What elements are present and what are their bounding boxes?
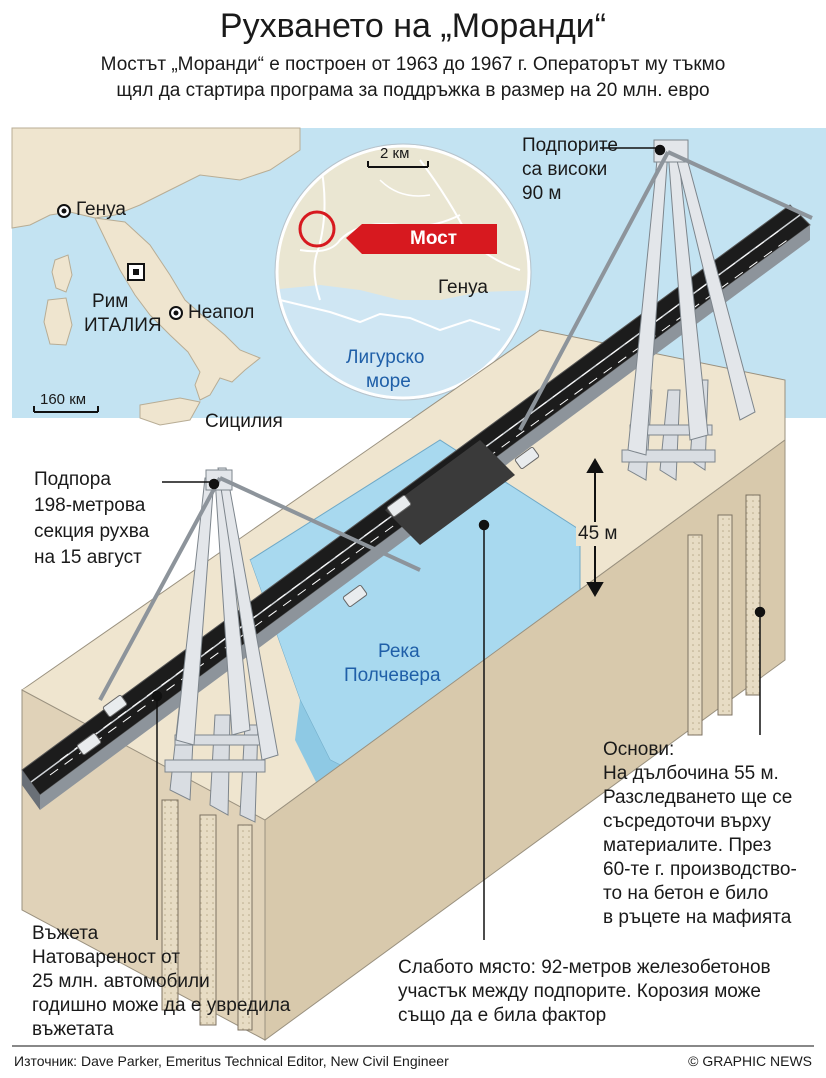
foundation-label-line-5: материалите. През bbox=[603, 835, 772, 856]
stays-left bbox=[98, 476, 421, 701]
page-title: Рухването на „Моранди“ bbox=[219, 7, 607, 45]
vehicle-icon bbox=[514, 446, 540, 470]
vehicle-icon bbox=[102, 694, 128, 718]
pylons-label-line-2: са високи bbox=[522, 159, 608, 180]
foundation-column bbox=[687, 534, 703, 736]
vehicle-icon bbox=[342, 584, 368, 608]
bridge-location-ring bbox=[298, 210, 336, 248]
label-italy: ИТАЛИЯ bbox=[84, 315, 162, 336]
foundation-column bbox=[237, 824, 253, 1031]
label-rome: Рим bbox=[92, 291, 129, 312]
inset-city-label: Генуа bbox=[438, 277, 488, 298]
foundation-column bbox=[199, 814, 217, 1026]
weakpoint-label-line-1: Слабото място: 92-метров железобетонов bbox=[398, 957, 771, 978]
stays-label-line-4: годишно може да е увредила bbox=[32, 995, 291, 1016]
bridge-tag-arrow bbox=[346, 224, 497, 254]
pylons-label-line-3: 90 м bbox=[522, 183, 562, 204]
foundation-label-line-2: На дълбочина 55 м. bbox=[603, 763, 779, 784]
label-naples: Неапол bbox=[188, 302, 255, 323]
support-label-line-1: Подпора bbox=[34, 469, 111, 490]
stays-right bbox=[518, 150, 813, 431]
weakpoint-label-line-2: участък между подпорите. Корозия може bbox=[398, 981, 761, 1002]
sea-label-line-2: море bbox=[366, 371, 411, 392]
river-label-line-1: Река bbox=[378, 641, 420, 662]
stays-label-line-1: Въжета bbox=[32, 923, 99, 944]
vehicle-icon bbox=[76, 732, 102, 756]
pylons-label-line-1: Подпорите bbox=[522, 135, 618, 156]
italy-map bbox=[11, 127, 301, 426]
stays-label-line-2: Натовареност от bbox=[32, 947, 180, 968]
foundation-column bbox=[745, 494, 761, 696]
agency-credit: © GRAPHIC NEWS bbox=[688, 1053, 812, 1069]
stays-label-line-5: въжетата bbox=[32, 1019, 114, 1040]
bridge-tag-label: Мост bbox=[410, 228, 458, 249]
stays-label-line-3: 25 млн. автомобили bbox=[32, 971, 210, 992]
subtitle-line-2: щял да стартира програма за поддръжка в … bbox=[116, 80, 710, 101]
height-label: 45 м bbox=[576, 522, 620, 546]
support-label-line-2: 198-метрова bbox=[34, 495, 146, 516]
support-label-line-4: на 15 август bbox=[34, 547, 142, 568]
inset-scale-label: 2 км bbox=[380, 145, 410, 162]
pylon-right bbox=[627, 139, 756, 456]
river-label-line-2: Полчевера bbox=[344, 665, 441, 686]
callout-leaders bbox=[151, 144, 766, 940]
foundation-label-line-8: в ръцете на мафията bbox=[603, 907, 792, 928]
label-genoa: Генуа bbox=[76, 199, 126, 220]
foundation-column bbox=[717, 514, 733, 716]
foundation-label-line-4: съсредоточи върху bbox=[603, 811, 771, 832]
pylon-left bbox=[175, 467, 279, 761]
source-credit: Източник: Dave Parker, Emeritus Technica… bbox=[14, 1053, 449, 1069]
weakpoint-label-line-3: също да е била фактор bbox=[398, 1005, 607, 1026]
vehicle-icon bbox=[386, 494, 412, 518]
subtitle-line-1: Мостът „Моранди“ е построен от 1963 до 1… bbox=[100, 54, 726, 75]
foundation-label-line-1: Основи: bbox=[603, 739, 675, 760]
sea-label-line-1: Лигурско bbox=[346, 347, 425, 368]
support-label-line-3: секция рухва bbox=[34, 521, 150, 542]
label-sicily: Сицилия bbox=[205, 411, 283, 432]
foundation-label-line-3: Разследването ще се bbox=[603, 787, 793, 808]
foundation-column bbox=[161, 799, 179, 1011]
foundation-label-line-7: то на бетон е било bbox=[603, 883, 769, 904]
italy-scale-label: 160 км bbox=[40, 391, 87, 408]
foundation-label-line-6: 60-те г. производство- bbox=[603, 859, 797, 880]
vehicles bbox=[76, 446, 540, 756]
